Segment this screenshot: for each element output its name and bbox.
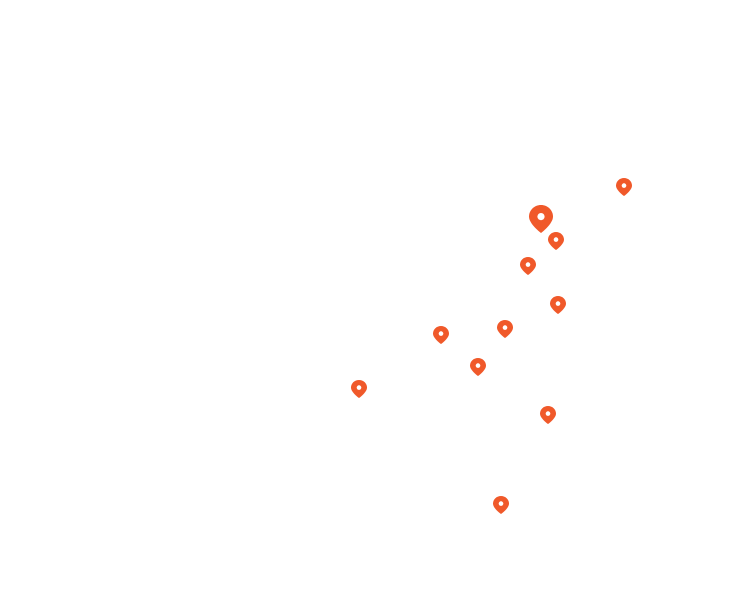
map-pin-icon bbox=[520, 257, 536, 275]
map-marker[interactable] bbox=[493, 496, 509, 514]
map-pin-icon bbox=[493, 496, 509, 514]
map-pin-icon bbox=[470, 358, 486, 376]
map-marker[interactable] bbox=[550, 296, 566, 314]
map-marker[interactable] bbox=[470, 358, 486, 376]
map-marker[interactable] bbox=[548, 232, 564, 250]
map-marker[interactable] bbox=[433, 326, 449, 344]
map-marker-primary[interactable] bbox=[529, 205, 553, 233]
map-marker[interactable] bbox=[520, 257, 536, 275]
map-pin-icon bbox=[550, 296, 566, 314]
map-pin-icon bbox=[540, 406, 556, 424]
map-pin-icon bbox=[616, 178, 632, 196]
map-marker[interactable] bbox=[351, 380, 367, 398]
map-marker[interactable] bbox=[497, 320, 513, 338]
map-pin-icon bbox=[548, 232, 564, 250]
map-marker[interactable] bbox=[540, 406, 556, 424]
map-pin-icon bbox=[433, 326, 449, 344]
map-pin-icon bbox=[497, 320, 513, 338]
map-pin-icon bbox=[529, 205, 553, 233]
map-marker[interactable] bbox=[616, 178, 632, 196]
map-pin-icon bbox=[351, 380, 367, 398]
